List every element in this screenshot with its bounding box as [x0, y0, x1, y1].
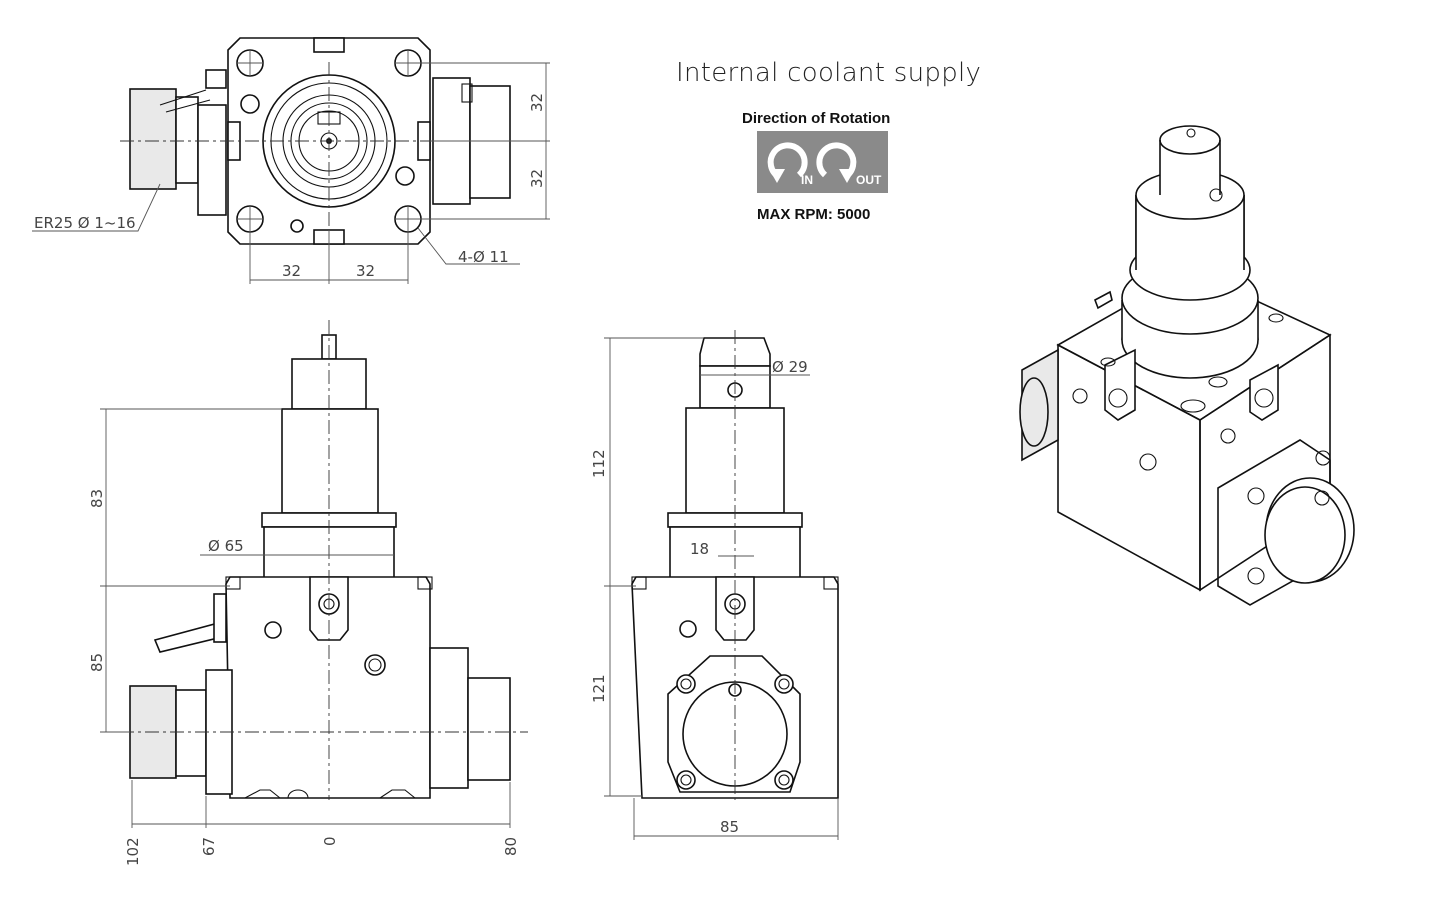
- rotation-arrows-icon: [767, 142, 857, 183]
- dim-top-v-top: 32: [528, 93, 546, 112]
- dim-side-dia29: Ø 29: [772, 358, 808, 376]
- dim-front-102: 102: [124, 837, 142, 866]
- dim-top-v-bottom: 32: [528, 169, 546, 188]
- dim-side-121: 121: [590, 674, 608, 703]
- dim-side-112: 112: [590, 449, 608, 478]
- dim-front-80: 80: [502, 837, 520, 856]
- collet-spec-label: ER25 Ø 1~16: [34, 214, 136, 232]
- dim-front-83: 83: [88, 489, 106, 508]
- drawing-title: Internal coolant supply: [676, 58, 982, 88]
- rotation-title: Direction of Rotation: [742, 110, 891, 127]
- dim-side-85: 85: [720, 818, 739, 836]
- dim-top-h-right: 32: [356, 262, 375, 280]
- mounting-holes-label: 4-Ø 11: [458, 248, 509, 266]
- dim-front-0: 0: [321, 836, 339, 846]
- rotation-direction-badge: IN OUT: [757, 131, 888, 193]
- isometric-view: [1019, 125, 1355, 606]
- front-view: [100, 320, 528, 828]
- top-view: [32, 37, 550, 284]
- rotation-out-label: OUT: [856, 173, 882, 187]
- dim-front-85: 85: [88, 653, 106, 672]
- dim-front-dia65: Ø 65: [208, 537, 244, 555]
- side-view: [604, 330, 839, 840]
- dim-side-18: 18: [690, 540, 709, 558]
- dim-top-h-left: 32: [282, 262, 301, 280]
- rotation-in-label: IN: [801, 173, 813, 187]
- dim-front-67: 67: [200, 837, 218, 856]
- max-rpm-label: MAX RPM: 5000: [757, 206, 871, 223]
